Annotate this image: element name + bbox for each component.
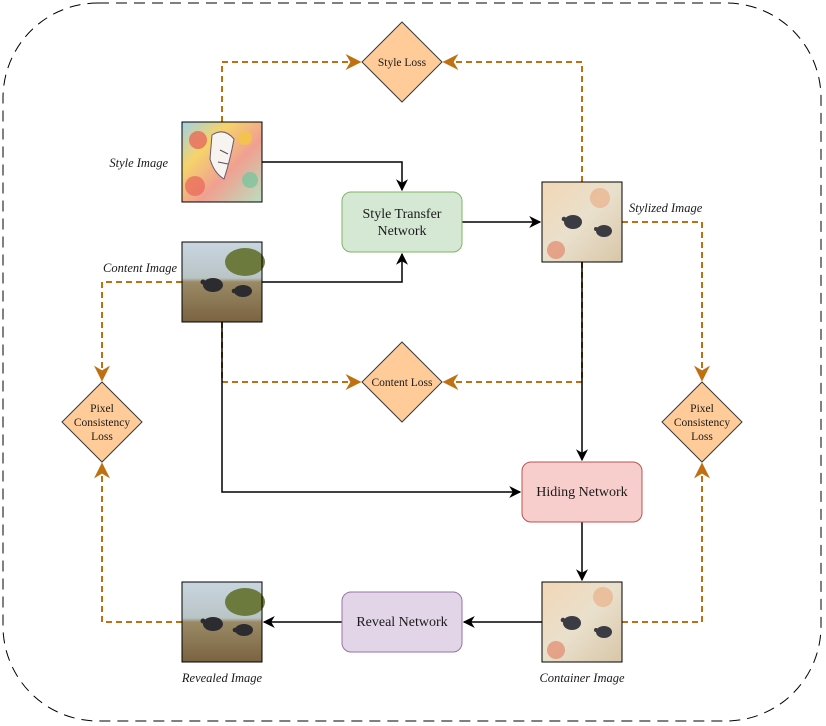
pixel-loss-right-line2: Consistency bbox=[674, 417, 730, 429]
content-image-to-content-loss bbox=[221, 322, 362, 390]
revealed-image-caption: Revealed Image bbox=[181, 671, 263, 685]
revealed-image bbox=[181, 581, 265, 663]
style-image-to-transfer bbox=[262, 161, 408, 192]
style-transfer-network: Style Transfer Network bbox=[341, 191, 463, 253]
style-image-to-style-loss bbox=[221, 54, 362, 122]
flow-connections bbox=[221, 161, 588, 628]
style-transfer-label-line1: Style Transfer bbox=[363, 207, 442, 222]
style-image bbox=[181, 121, 263, 203]
stylized-image-to-content-loss bbox=[442, 262, 583, 390]
pixel-loss-right-line3: Loss bbox=[691, 431, 713, 443]
stylized-image bbox=[541, 181, 623, 263]
revealed-image-to-left-pixel-loss bbox=[94, 462, 182, 623]
hiding-network-label: Hiding Network bbox=[536, 485, 627, 500]
style-loss-diamond: Style Loss bbox=[361, 21, 443, 103]
style-image-caption: Style Image bbox=[109, 156, 168, 170]
container-image bbox=[541, 581, 623, 663]
style-transfer-label-line2: Network bbox=[378, 224, 427, 239]
reveal-network-label: Reveal Network bbox=[356, 615, 447, 630]
stylized-image-to-style-loss bbox=[442, 54, 583, 182]
pixel-consistency-loss-left: Pixel Consistency Loss bbox=[61, 381, 143, 463]
pixel-loss-left-line1: Pixel bbox=[90, 403, 114, 415]
stylized-image-caption: Stylized Image bbox=[629, 201, 703, 215]
content-image-to-hiding bbox=[221, 322, 522, 498]
content-loss-diamond: Content Loss bbox=[361, 341, 443, 423]
stylized-image-to-right-pixel-loss bbox=[622, 221, 710, 382]
pixel-loss-left-line3: Loss bbox=[91, 431, 113, 443]
container-image-caption: Container Image bbox=[539, 671, 625, 685]
container-image-to-right-pixel-loss bbox=[622, 462, 710, 623]
content-image-to-left-pixel-loss bbox=[94, 281, 182, 382]
content-image bbox=[181, 241, 265, 323]
hiding-network: Hiding Network bbox=[521, 461, 643, 523]
reveal-network: Reveal Network bbox=[341, 591, 463, 653]
content-loss-label: Content Loss bbox=[371, 377, 433, 389]
pixel-loss-right-line1: Pixel bbox=[690, 403, 714, 415]
content-image-caption: Content Image bbox=[103, 261, 177, 275]
content-image-to-transfer bbox=[262, 252, 408, 283]
pixel-loss-left-line2: Consistency bbox=[74, 417, 130, 429]
pixel-consistency-loss-right: Pixel Consistency Loss bbox=[661, 381, 743, 463]
style-loss-label: Style Loss bbox=[378, 57, 427, 69]
